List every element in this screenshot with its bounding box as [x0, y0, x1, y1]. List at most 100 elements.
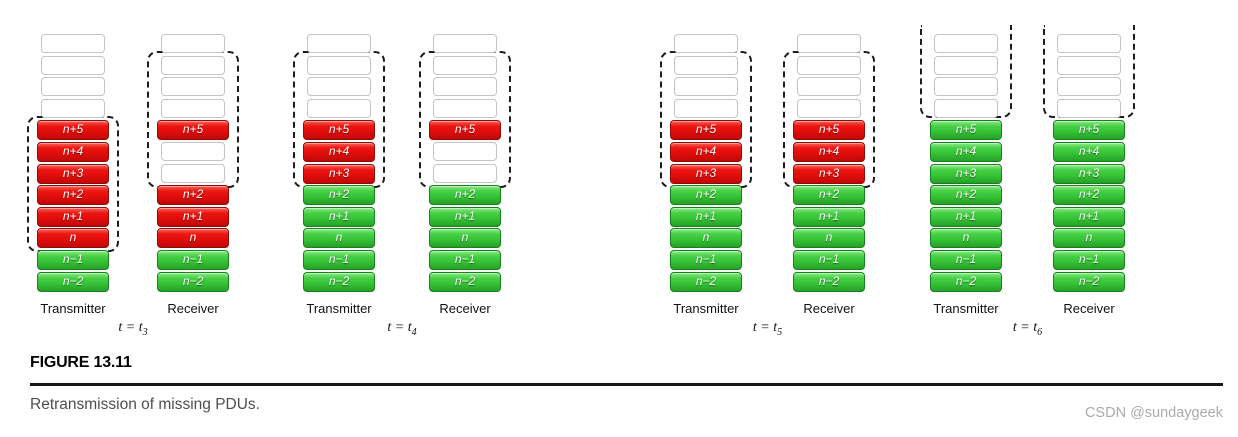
pdu-slot-label: n — [461, 230, 469, 245]
pdu-slot-red: n+2 — [157, 185, 229, 206]
pdu-slot-green: n−1 — [670, 250, 742, 270]
pdu-slot-label: n−1 — [1078, 252, 1100, 266]
pdu-slot-green: n−2 — [303, 271, 375, 292]
pdu-slot-green: n+2 — [303, 185, 375, 206]
pdu-slot-label: n+3 — [1078, 165, 1100, 180]
pdu-slot-green: n — [303, 228, 375, 249]
pdu-slot-red: n+1 — [37, 206, 109, 227]
pdu-slot-green: n — [793, 228, 865, 249]
pdu-slot-empty — [161, 163, 225, 183]
pdu-slot-label: n−2 — [62, 273, 84, 288]
pdu-slot-label: n+4 — [818, 144, 840, 158]
pdu-slot-label: n — [335, 230, 343, 245]
pdu-slot-label: n+5 — [955, 122, 977, 137]
pdu-slot-green: n−1 — [157, 250, 229, 270]
pdu-slot-red: n+3 — [670, 163, 742, 184]
pdu-slot-red: n+1 — [157, 206, 229, 227]
pdu-slot-label: n+5 — [182, 122, 204, 137]
pdu-slot-green: n+4 — [930, 142, 1002, 162]
pdu-slot-green: n — [670, 228, 742, 249]
pdu-slot-green: n+5 — [1053, 120, 1125, 141]
pdu-slot-label: n — [702, 230, 710, 245]
pdu-slot-red: n+5 — [429, 120, 501, 141]
pdu-slot-green: n−2 — [793, 271, 865, 292]
pdu-slot-green: n+3 — [930, 163, 1002, 184]
pdu-slot-empty — [433, 55, 497, 75]
pdu-slot-label: n−2 — [955, 273, 977, 288]
pdu-slot-label: n+4 — [328, 144, 350, 158]
column-title-receiver-t4: Receiver — [439, 301, 491, 316]
pdu-slot-empty — [433, 34, 497, 53]
pdu-slot-empty — [934, 98, 998, 118]
pdu-slot-empty — [41, 55, 105, 75]
column-title-transmitter-t3: Transmitter — [40, 301, 106, 316]
pdu-slot-empty — [307, 77, 371, 97]
pdu-slot-empty — [41, 98, 105, 118]
pdu-slot-empty — [797, 34, 861, 53]
pdu-slot-green: n−1 — [1053, 250, 1125, 270]
pdu-slot-red: n+5 — [37, 120, 109, 141]
time-label-t5: t = t5 — [752, 320, 783, 338]
pdu-slot-green: n+1 — [670, 206, 742, 227]
pdu-slot-red: n — [37, 228, 109, 249]
pdu-slot-green: n−1 — [793, 250, 865, 270]
pdu-slot-label: n — [189, 230, 197, 245]
pdu-slot-label: n+2 — [182, 187, 204, 202]
time-label-t3: t = t3 — [118, 320, 148, 338]
pdu-slot-label: n+1 — [955, 208, 977, 223]
pdu-slot-label: n+2 — [328, 187, 350, 202]
pdu-slot-label: n+1 — [62, 208, 84, 223]
pdu-slot-green: n+2 — [429, 185, 501, 206]
pdu-slot-label: n+4 — [955, 144, 977, 158]
pdu-slot-green: n−2 — [157, 271, 229, 292]
pdu-slot-label: n+5 — [454, 122, 476, 137]
pdu-slot-red: n+3 — [303, 163, 375, 184]
pdu-slot-green: n — [1053, 228, 1125, 249]
pdu-slot-red: n — [157, 228, 229, 249]
pdu-slot-label: n+3 — [62, 165, 84, 180]
pdu-slot-red: n+4 — [793, 142, 865, 162]
pdu-slot-green: n−1 — [303, 250, 375, 270]
pdu-slot-label: n−1 — [62, 252, 84, 266]
pdu-slot-label: n−1 — [454, 252, 476, 266]
pdu-slot-green: n−1 — [429, 250, 501, 270]
pdu-slot-label: n−2 — [695, 273, 717, 288]
pdu-slot-green: n — [930, 228, 1002, 249]
pdu-slot-empty — [797, 77, 861, 97]
pdu-slot-green: n+1 — [303, 206, 375, 227]
pdu-slot-green: n+3 — [1053, 163, 1125, 184]
figure-rule-divider — [30, 383, 1223, 386]
pdu-slot-label: n−2 — [328, 273, 350, 288]
pdu-slot-red: n+2 — [37, 185, 109, 206]
pdu-slot-green: n−1 — [37, 250, 109, 270]
pdu-slot-label: n−1 — [955, 252, 977, 266]
pdu-slot-label: n+3 — [695, 165, 717, 180]
pdu-slot-label: n+3 — [328, 165, 350, 180]
pdu-slot-empty — [161, 98, 225, 118]
pdu-slot-empty — [161, 34, 225, 53]
pdu-slot-label: n−1 — [182, 252, 204, 266]
pdu-slot-red: n+5 — [793, 120, 865, 141]
pdu-slot-label: n+5 — [695, 122, 717, 137]
pdu-slot-green: n+1 — [1053, 206, 1125, 227]
pdu-slot-label: n+5 — [328, 122, 350, 137]
figure-label: FIGURE 13.11 — [30, 354, 132, 371]
column-title-receiver-t3: Receiver — [167, 301, 219, 316]
pdu-slot-label: n+2 — [454, 187, 476, 202]
pdu-slot-empty — [1057, 98, 1121, 118]
pdu-slot-red: n+4 — [303, 142, 375, 162]
pdu-slot-red: n+5 — [157, 120, 229, 141]
pdu-slot-green: n — [429, 228, 501, 249]
pdu-slot-green: n−2 — [670, 271, 742, 292]
pdu-slot-empty — [674, 55, 738, 75]
pdu-slot-empty — [307, 34, 371, 53]
pdu-slot-label: n+5 — [62, 122, 84, 137]
figure-caption: Retransmission of missing PDUs. — [30, 396, 260, 413]
pdu-slot-label: n+1 — [328, 208, 350, 223]
